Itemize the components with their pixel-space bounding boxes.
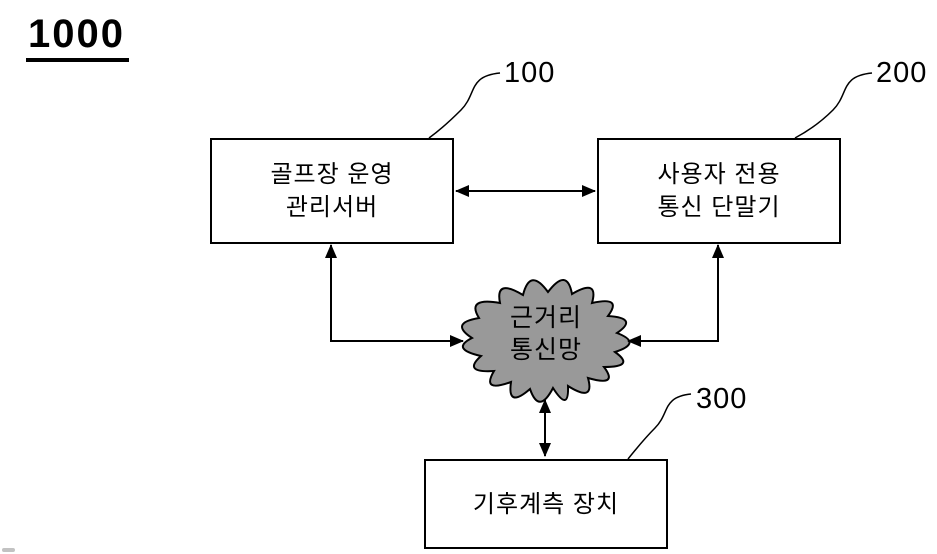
leader-line-200 xyxy=(794,72,873,139)
device-node-label: 기후계측 장치 xyxy=(472,490,620,518)
terminal-node: 사용자 전용 통신 단말기 xyxy=(597,138,841,244)
network-label-line2: 통신망 xyxy=(509,336,582,364)
leader-line-300 xyxy=(627,393,692,460)
leader-line-100 xyxy=(428,72,501,139)
figure-number-label: 1000 xyxy=(26,12,129,62)
arrow-terminal-network xyxy=(627,244,724,347)
network-cloud-label: 근거리 통신망 xyxy=(465,302,627,366)
ref-label-200: 200 xyxy=(876,57,928,89)
network-label-line1: 근거리 xyxy=(509,304,582,332)
terminal-node-label-line1: 사용자 전용 xyxy=(657,161,781,188)
scan-artifact xyxy=(2,548,15,552)
server-node-label-line1: 골프장 운영 xyxy=(270,161,394,188)
ref-label-100: 100 xyxy=(504,57,556,89)
server-node: 골프장 운영 관리서버 xyxy=(210,138,454,244)
ref-label-300: 300 xyxy=(696,383,748,415)
server-node-label-line2: 관리서버 xyxy=(285,194,379,221)
terminal-node-label-line2: 통신 단말기 xyxy=(657,194,781,221)
arrow-server-network xyxy=(325,244,464,347)
device-node: 기후계측 장치 xyxy=(424,459,668,549)
network-cloud-shape xyxy=(461,279,631,403)
